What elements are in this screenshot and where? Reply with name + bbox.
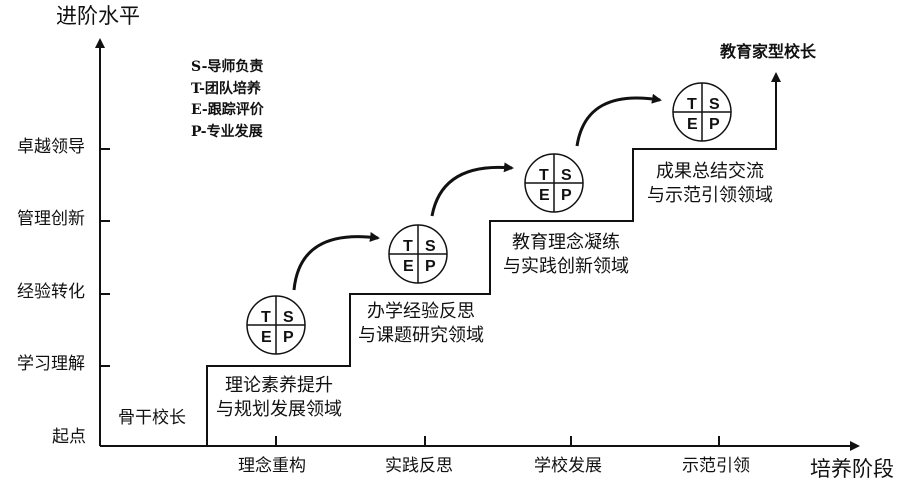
tsep-letter-p: P (709, 116, 720, 133)
tsep-letter-t: T (539, 167, 549, 184)
step-label-3: 教育理念凝练 与实践创新领域 (496, 231, 636, 280)
curved-arrow (430, 162, 514, 217)
tsep-circle-4 (672, 82, 732, 142)
legend-item: T-团队培养 (191, 80, 261, 97)
tsep-letter-t: T (687, 96, 697, 113)
tsep-circle-2 (388, 224, 448, 284)
x-stage-label: 实践反思 (385, 456, 453, 476)
x-axis-title: 培养阶段 (810, 457, 894, 481)
step-line: 教育理念凝练 (512, 232, 620, 253)
tsep-circle-1 (246, 295, 306, 355)
y-level-label: 起点 (52, 427, 86, 447)
tsep-letter-t: T (261, 309, 271, 326)
goal-label: 教育家型校长 (720, 42, 817, 61)
step-line: 与课题研究领域 (358, 325, 484, 347)
step-label-2: 办学经验反思 与课题研究领域 (356, 300, 486, 349)
y-axis-title: 进阶水平 (56, 4, 140, 28)
tsep-letter-t: T (403, 238, 413, 255)
x-stage-label: 示范引领 (682, 456, 750, 476)
y-level-label: 学习理解 (17, 354, 85, 374)
y-level-label: 卓越领导 (17, 137, 85, 157)
tsep-letter-s: S (561, 167, 572, 184)
staircase-line (206, 85, 777, 446)
legend-item: S-导师负责 (191, 59, 264, 75)
step-label-1: 理论素养提升 与规划发展领域 (214, 374, 344, 423)
legend-item: E-跟踪评价 (191, 102, 264, 119)
y-level-label: 经验转化 (17, 282, 85, 302)
legend-item: P-专业发展 (191, 124, 263, 141)
step-line: 与示范引领领域 (647, 185, 773, 207)
x-stage-label: 理念重构 (238, 456, 306, 476)
tsep-letter-p: P (561, 187, 572, 204)
step-line: 理论素养提升 (225, 375, 333, 396)
step-line: 办学经验反思 (367, 301, 475, 322)
step-label-4: 成果总结交流 与示范引领领域 (640, 160, 780, 209)
curved-arrow (575, 93, 662, 147)
tsep-letter-s: S (425, 238, 436, 255)
x-stage-label: 学校发展 (534, 456, 602, 476)
step-line: 与规划发展领域 (216, 399, 342, 421)
step-line: 成果总结交流 (656, 161, 764, 182)
tsep-letter-s: S (283, 309, 294, 326)
tsep-letter-p: P (425, 258, 436, 275)
tsep-letter-e: E (261, 329, 272, 346)
start-label: 骨干校长 (118, 408, 186, 428)
step-line: 与实践创新领域 (503, 256, 629, 278)
tsep-letter-e: E (687, 116, 698, 133)
tsep-legend: S-导师负责 T-团队培养 E-跟踪评价 P-专业发展 (191, 57, 264, 144)
tsep-letter-e: E (539, 187, 550, 204)
tsep-circle-3 (524, 153, 584, 213)
tsep-letter-s: S (709, 96, 720, 113)
tsep-letter-e: E (403, 258, 414, 275)
curved-arrow (292, 232, 380, 291)
y-level-label: 管理创新 (17, 209, 85, 229)
tsep-letter-p: P (283, 329, 294, 346)
